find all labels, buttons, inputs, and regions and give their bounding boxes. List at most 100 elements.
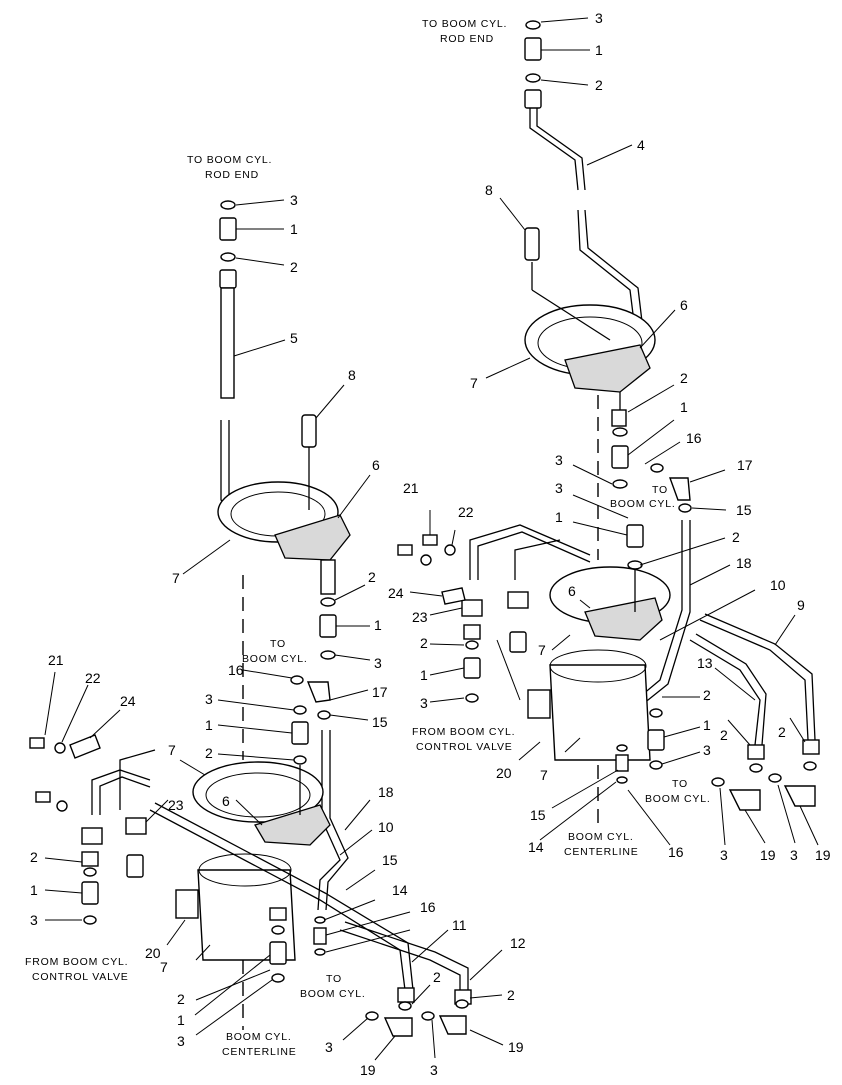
o-ring-part	[465, 640, 479, 650]
callout-1: 1	[290, 221, 298, 237]
callout-6: 6	[222, 793, 230, 809]
callout-1: 1	[420, 667, 428, 683]
sleeve-part	[524, 227, 540, 261]
leader	[217, 699, 295, 711]
leader	[411, 984, 431, 1005]
o-ring-part	[612, 479, 628, 489]
o-ring-part	[465, 693, 479, 703]
o-ring-part	[803, 761, 817, 771]
hose-part	[325, 730, 349, 911]
leader	[572, 521, 628, 536]
note-to-boom-cyl-b: TO	[270, 638, 286, 650]
callout-2: 2	[205, 745, 213, 761]
callout-16: 16	[420, 899, 436, 915]
note-to-boom-cyl-c: TO	[672, 778, 688, 790]
callout-1: 1	[30, 882, 38, 898]
elbow-fitting-part	[438, 1015, 467, 1035]
o-ring-part	[612, 427, 628, 437]
callout-19: 19	[760, 847, 776, 863]
callout-2: 2	[368, 569, 376, 585]
leader	[564, 737, 581, 753]
o-ring-part	[314, 916, 326, 924]
callout-3: 3	[420, 695, 428, 711]
callout-20: 20	[145, 945, 161, 961]
tube-part	[99, 776, 151, 815]
callout-3: 3	[205, 691, 213, 707]
leader	[627, 384, 675, 413]
leader	[323, 899, 376, 921]
callout-12: 12	[510, 935, 526, 951]
fitting-part	[313, 927, 327, 945]
leader	[689, 469, 726, 483]
leader	[89, 709, 121, 739]
clamp-block-part	[527, 689, 551, 719]
callout-2: 2	[732, 529, 740, 545]
callout-14: 14	[528, 839, 544, 855]
callout-24: 24	[388, 585, 404, 601]
washer-part	[54, 742, 66, 754]
leader	[586, 144, 633, 166]
callout-24: 24	[120, 693, 136, 709]
leader	[469, 994, 503, 999]
callout-3: 3	[430, 1062, 438, 1078]
callout-2: 2	[177, 991, 185, 1007]
tube-part	[91, 769, 151, 815]
tube-part-11	[154, 802, 414, 991]
callout-19: 19	[815, 847, 831, 863]
leader	[233, 339, 286, 357]
leader	[145, 799, 169, 823]
adapter-fitting-part	[269, 941, 287, 965]
callout-15: 15	[736, 502, 752, 518]
callout-15: 15	[530, 807, 546, 823]
o-ring-part	[525, 20, 541, 30]
note-centerline-right-2: CENTERLINE	[564, 846, 639, 858]
o-ring-part	[220, 252, 236, 262]
callout-17: 17	[737, 457, 753, 473]
callout-19: 19	[360, 1062, 376, 1078]
callout-3: 3	[555, 480, 563, 496]
note-to-rod-end-top: TO BOOM CYL.	[422, 18, 507, 30]
leader	[429, 643, 465, 646]
callout-3: 3	[290, 192, 298, 208]
cylinder-clamp-part	[549, 664, 651, 761]
tube-part-9	[699, 619, 809, 741]
leader	[644, 441, 681, 465]
mounting-plate-part	[564, 344, 651, 393]
tube-part-4	[536, 108, 586, 191]
note-to-boom-cyl-a-2: BOOM CYL.	[610, 498, 676, 510]
note-from-valve-left: FROM BOOM CYL.	[25, 956, 128, 968]
tube-nut-part	[269, 907, 287, 921]
tube-part-13	[689, 639, 761, 746]
o-ring-part	[678, 503, 692, 513]
note-from-valve-left-2: CONTROL VALVE	[32, 971, 129, 983]
leader	[235, 799, 263, 826]
leader	[579, 599, 591, 609]
leader	[374, 1035, 396, 1061]
callout-16: 16	[686, 430, 702, 446]
o-ring-part	[650, 463, 664, 473]
callout-3: 3	[325, 1039, 333, 1055]
mounting-plate-part	[584, 597, 663, 641]
leader	[469, 949, 503, 981]
clamp-bracket-part	[507, 591, 529, 609]
strap-part	[441, 587, 466, 605]
callout-23: 23	[412, 609, 428, 625]
leader	[663, 726, 701, 738]
tube-nut-part	[219, 269, 237, 289]
leader	[774, 614, 796, 646]
leader	[540, 79, 589, 86]
elbow-fitting-part	[669, 477, 691, 501]
callout-2: 2	[420, 635, 428, 651]
leader	[242, 669, 293, 679]
callout-7: 7	[470, 375, 478, 391]
leader	[409, 591, 443, 597]
callout-2: 2	[595, 77, 603, 93]
adapter-fitting-part	[509, 631, 527, 653]
clamp-bracket-part	[461, 599, 483, 617]
leader	[339, 829, 373, 856]
tube-nut-part	[81, 851, 99, 867]
callout-18: 18	[378, 784, 394, 800]
callout-1: 1	[703, 717, 711, 733]
leader	[334, 584, 366, 601]
callout-14: 14	[392, 882, 408, 898]
